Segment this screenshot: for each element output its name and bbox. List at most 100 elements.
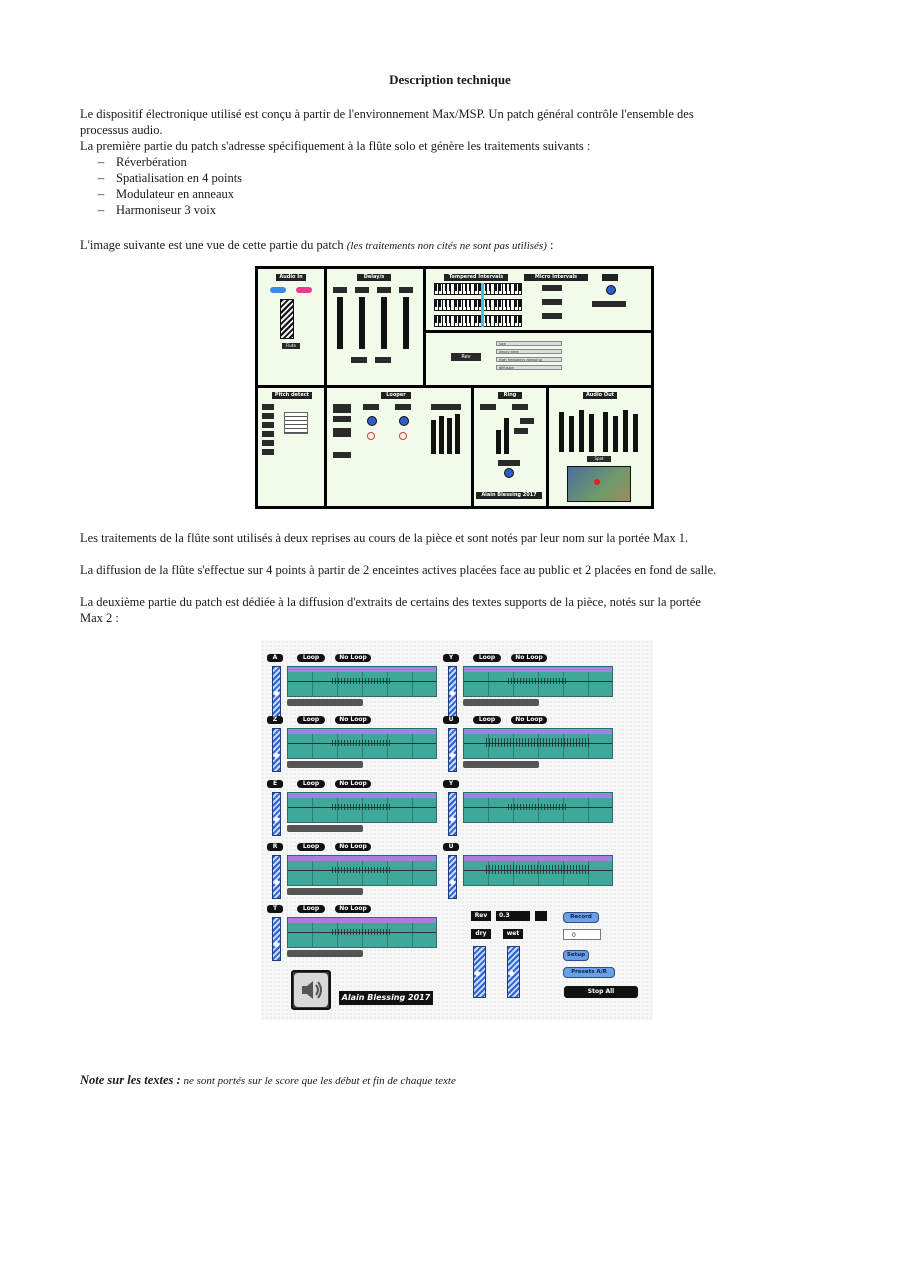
delays-panel: Delay/s [327,269,423,385]
no-loop-button[interactable]: No Loop [511,716,547,724]
playback-bar[interactable] [287,888,363,895]
spat-position-marker[interactable] [594,479,600,485]
number-box[interactable]: 0 [563,929,601,940]
no-loop-button[interactable]: No Loop [335,654,371,662]
waveform[interactable] [463,792,613,823]
panel-title: Ring [498,392,522,399]
loop-button[interactable]: Loop [297,843,325,851]
staff-display [284,412,308,434]
track-y: Y Loop No Loop [437,640,617,724]
setup-button[interactable]: Setup [563,950,589,961]
keyboard-highlight [481,283,484,327]
panel-title: Looper [381,392,411,399]
image-intro: L'image suivante est une vue de cette pa… [80,238,554,252]
treatments-list: Réverbération Spatialisation en 4 points… [80,154,820,218]
volume-slider[interactable] [448,792,457,836]
no-loop-button[interactable]: No Loop [335,780,371,788]
panel-title: Tempered Intervals [444,274,508,281]
volume-slider[interactable] [272,855,281,899]
delay-slider[interactable] [403,297,409,349]
playback-bar[interactable] [463,699,539,706]
wet-label: wet [503,929,523,939]
rev-label: Rev [451,353,481,361]
input-meter [280,299,294,339]
input-pill [270,287,286,293]
looper-ring[interactable] [399,432,407,440]
presets-button[interactable]: Presets A/R [563,967,615,978]
loop-button[interactable]: Loop [297,905,325,913]
waveform[interactable] [287,728,437,759]
no-loop-button[interactable]: No Loop [335,843,371,851]
track-label: A [267,654,283,662]
playback-bar[interactable] [287,761,363,768]
input-pill [296,287,312,293]
track-u-2: U [437,829,617,899]
dial-knob[interactable] [606,285,616,295]
no-loop-button[interactable]: No Loop [335,905,371,913]
pitch-detect-panel: Pitch detect [258,388,324,506]
volume-slider[interactable] [272,792,281,836]
looper-knob[interactable] [399,416,409,426]
wet-slider[interactable] [507,946,520,998]
playback-bar[interactable] [463,761,539,768]
loop-button[interactable]: Loop [473,716,501,724]
panel-title: Delay/s [357,274,391,281]
keyboard[interactable] [434,315,522,327]
panel-title: Pitch detect [272,392,312,399]
speaker-button[interactable] [291,970,331,1010]
spat-label: Spat [587,456,611,462]
delay-slider[interactable] [359,297,365,349]
intro-paragraph-1: Le dispositif électronique utilisé est c… [80,107,694,137]
no-loop-button[interactable]: No Loop [511,654,547,662]
rev-value[interactable]: 0.3 [496,911,530,921]
no-loop-button[interactable]: No Loop [335,716,371,724]
track-a: A Loop No Loop [261,640,441,724]
waveform[interactable] [463,728,613,759]
delay-slider[interactable] [381,297,387,349]
waveform[interactable] [287,666,437,697]
keyboard[interactable] [434,283,522,295]
loop-button[interactable]: Loop [297,654,325,662]
track-label: E [267,780,283,788]
credit-label: Alain Blessing 2017 [476,492,542,499]
looper-knob[interactable] [367,416,377,426]
loop-button[interactable]: Loop [473,654,501,662]
waveform[interactable] [287,855,437,886]
record-button[interactable]: Record [563,912,599,923]
rev-field[interactable]: high frequency damping [496,357,562,362]
waveform[interactable] [463,666,613,697]
volume-slider[interactable] [272,917,281,961]
volume-slider[interactable] [272,728,281,772]
loop-button[interactable]: Loop [297,780,325,788]
panel-title: Audio Out [583,392,617,399]
looper-ring[interactable] [367,432,375,440]
spatialisation-pad[interactable] [567,466,631,502]
waveform[interactable] [287,917,437,948]
waveform[interactable] [463,855,613,886]
track-label: R [267,843,283,851]
volume-slider[interactable] [448,855,457,899]
waveform[interactable] [287,792,437,823]
keyboard[interactable] [434,299,522,311]
playback-bar[interactable] [287,825,363,832]
dry-label: dry [471,929,491,939]
rev-toggle[interactable] [535,911,547,921]
track-t: T Loop No Loop [261,891,441,961]
volume-slider[interactable] [448,728,457,772]
dry-slider[interactable] [473,946,486,998]
loop-button[interactable]: Loop [297,716,325,724]
track-label: Y [443,654,459,662]
ring-modulator-panel: Ring Alain Blessing 2017 [474,388,546,506]
playback-bar[interactable] [287,950,363,957]
rev-field[interactable]: diffusion [496,365,562,370]
rev-field[interactable]: size [496,341,562,346]
ring-knob[interactable] [504,468,514,478]
audio-out-panel: Audio Out Spat [549,388,651,506]
playback-bar[interactable] [287,699,363,706]
after-figure-paragraph-2: La diffusion de la flûte s'effectue sur … [80,563,717,577]
page-title: Description technique [389,72,511,87]
track-u: U Loop No Loop [437,702,617,772]
delay-slider[interactable] [337,297,343,349]
rev-field[interactable]: decay time [496,349,562,354]
stop-all-button[interactable]: Stop All [564,986,638,998]
